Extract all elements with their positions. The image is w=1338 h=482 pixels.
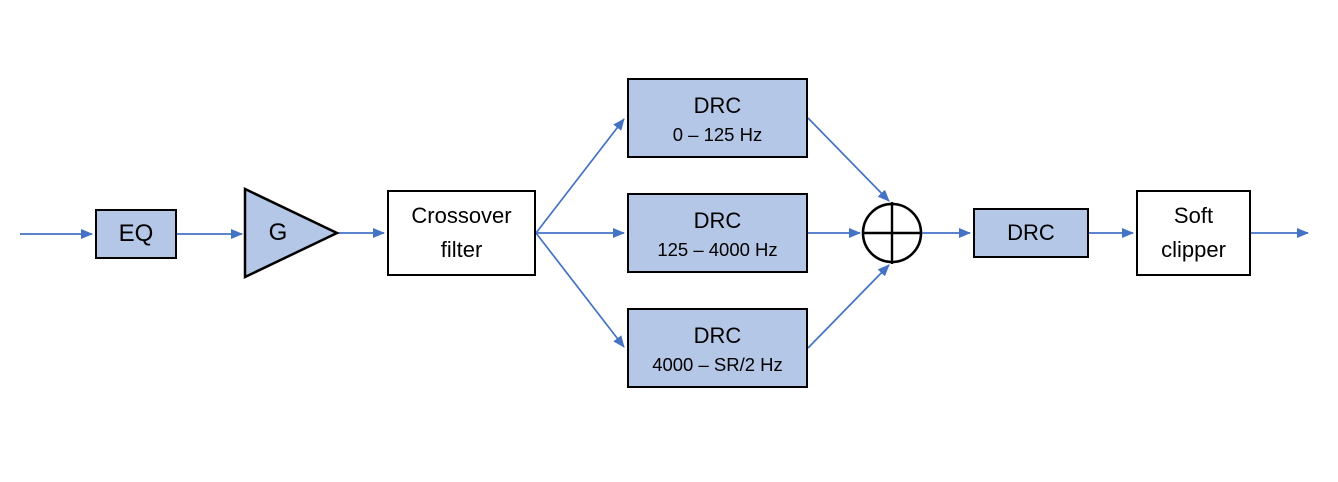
post-drc-label: DRC [1007, 220, 1055, 246]
eq-label: EQ [118, 220, 154, 247]
drc-band-mid-title: DRC [693, 207, 742, 233]
drc-band-low-range: 0 – 125 Hz [672, 123, 763, 145]
drc-band-mid-range: 125 – 4000 Hz [657, 238, 778, 260]
soft-clipper-block: Soft clipper [1136, 190, 1251, 276]
drc-band-high-title: DRC [693, 322, 742, 348]
summing-junction-icon [861, 202, 923, 264]
wire-crossover-to-drc-low [535, 118, 625, 234]
crossover-filter-block: Crossover filter [387, 190, 536, 276]
gain-block: G [253, 217, 303, 249]
drc-band-low-title: DRC [693, 92, 742, 118]
drc-band-high-range: 4000 – SR/2 Hz [652, 353, 783, 375]
wire-drc-low-to-sum [807, 117, 890, 202]
post-drc-block: DRC [973, 208, 1089, 258]
soft-clipper-label: Soft clipper [1161, 203, 1226, 262]
drc-band-low-block: DRC 0 – 125 Hz [627, 78, 808, 158]
drc-band-high-block: DRC 4000 – SR/2 Hz [627, 308, 808, 388]
crossover-filter-label: Crossover filter [411, 203, 512, 262]
drc-band-mid-block: DRC 125 – 4000 Hz [627, 193, 808, 273]
eq-block: EQ [95, 209, 177, 259]
gain-triangle-shape [243, 187, 340, 279]
wire-crossover-to-drc-high [535, 232, 625, 348]
gain-label: G [268, 219, 288, 246]
wire-drc-high-to-sum [807, 264, 890, 349]
